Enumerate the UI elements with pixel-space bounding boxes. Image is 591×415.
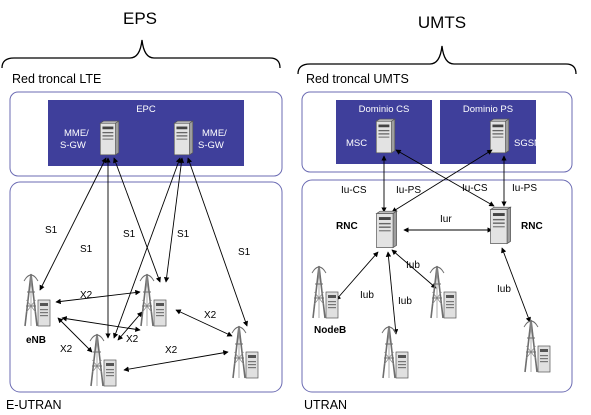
iu-ps-label-2: Iu-PS	[512, 183, 537, 194]
sgsn-label: SGSN	[514, 138, 541, 149]
x2-links	[55, 289, 233, 372]
s1-label-5: S1	[238, 247, 251, 258]
x2-label-1: X2	[80, 290, 93, 301]
iub-label-3: Iub	[406, 260, 420, 271]
mme-sgw-server-icon-2	[173, 120, 194, 156]
iub-label-2: Iub	[398, 296, 412, 307]
x2-label-3: X2	[126, 334, 139, 345]
mme-sgw-server-icon-1	[99, 120, 120, 156]
iu-cs-label-1: Iu-CS	[341, 185, 367, 196]
rnc-label-1: RNC	[336, 221, 358, 232]
rnc-label-2: RNC	[521, 221, 543, 232]
iub-label-1: Iub	[360, 290, 374, 301]
epc-box	[48, 100, 244, 166]
e-utran-label: E-UTRAN	[6, 398, 62, 412]
s1-label-1: S1	[45, 225, 58, 236]
nodeb-label: NodeB	[314, 325, 346, 336]
x2-label-5: X2	[165, 345, 178, 356]
cs-domain-label: Dominio CS	[359, 104, 410, 115]
iub-label-4: Iub	[497, 284, 511, 295]
enb-tower-icon-4	[231, 325, 259, 379]
gateway-2-line2: S-GW	[198, 140, 224, 151]
rnc-server-icon-1	[375, 210, 398, 249]
epc-label: EPC	[136, 104, 156, 115]
nodeb-tower-icon-4	[523, 319, 551, 373]
utran-label: UTRAN	[304, 398, 347, 412]
x2-label-2: X2	[60, 344, 73, 355]
msc-label: MSC	[346, 138, 367, 149]
iu-ps-label-1: Iu-PS	[396, 185, 421, 196]
s1-label-2: S1	[80, 244, 93, 255]
iub-links	[335, 247, 531, 335]
rnc-server-icon-2	[489, 206, 512, 245]
eps-title: EPS	[123, 9, 157, 28]
x2-label-4: X2	[204, 310, 217, 321]
nodeb-tower-icon-1	[311, 265, 339, 319]
eps-brace	[1, 39, 281, 69]
gateway-1-line2: S-GW	[60, 140, 86, 151]
s1-label-3: S1	[123, 229, 136, 240]
iur-label: Iur	[440, 214, 452, 225]
s1-links	[39, 157, 248, 339]
enb-tower-icon-3	[89, 333, 117, 387]
nodeb-tower-icon-3	[381, 325, 409, 379]
iu-links	[381, 149, 507, 233]
umts-core-label: Red troncal UMTS	[306, 72, 409, 86]
s1-label-4: S1	[177, 229, 190, 240]
ps-domain-label: Dominio PS	[463, 104, 513, 115]
sgsn-server-icon	[489, 118, 510, 154]
gateway-1-line1: MME/	[64, 128, 89, 139]
enb-label: eNB	[26, 335, 46, 346]
iu-cs-label-2: Iu-CS	[462, 183, 488, 194]
eps-core-label: Red troncal LTE	[12, 72, 101, 86]
enb-tower-icon-2	[139, 273, 167, 327]
gateway-2-line1: MME/	[202, 128, 227, 139]
msc-server-icon	[375, 118, 396, 154]
nodeb-tower-icon-2	[429, 265, 457, 319]
enb-tower-icon-1	[23, 273, 51, 327]
umts-title: UMTS	[418, 13, 466, 32]
umts-brace	[297, 45, 577, 75]
